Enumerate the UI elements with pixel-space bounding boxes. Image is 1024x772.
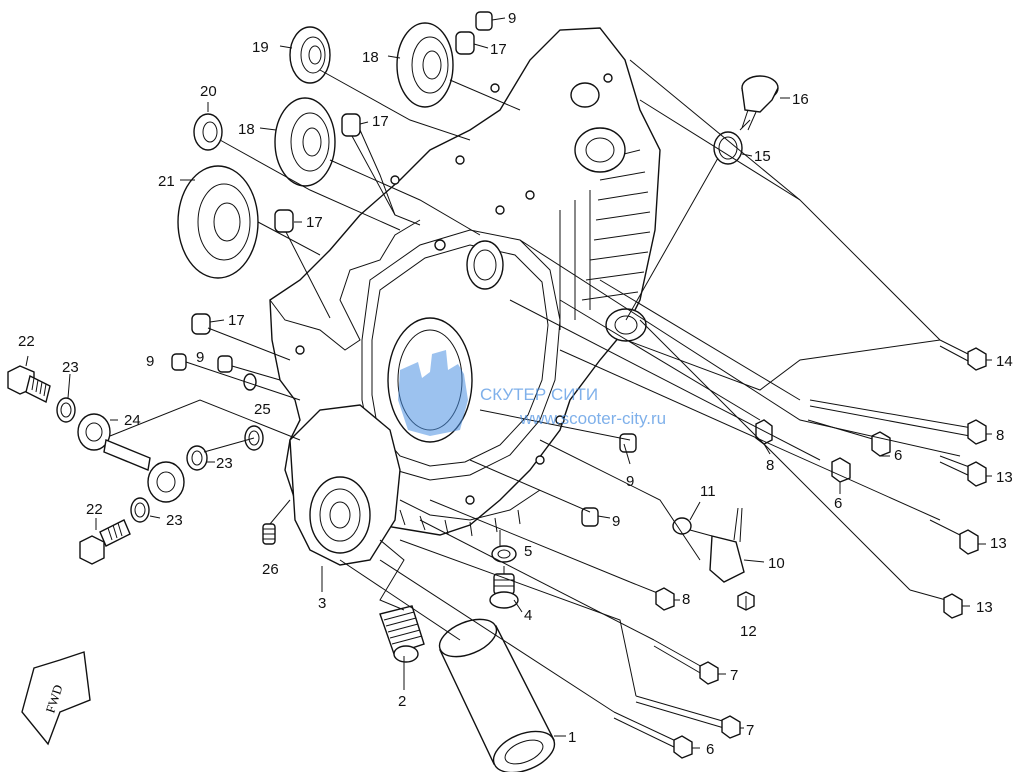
- sensor-10: [709, 507, 745, 583]
- bearing-18-mid: [274, 97, 336, 187]
- watermark-name: СКУТЕР СИТИ: [480, 385, 598, 404]
- washer-23-a: [56, 397, 76, 423]
- long-bolts: [613, 339, 987, 759]
- callout-8: 8: [996, 427, 1004, 444]
- callout-2: 2: [398, 693, 406, 710]
- callout-19: 19: [252, 39, 269, 56]
- callout-13: 13: [976, 599, 993, 616]
- washer-23-c: [130, 497, 150, 523]
- callout-9: 9: [508, 10, 516, 27]
- oring-11: [672, 517, 692, 535]
- callout-21: 21: [158, 173, 175, 190]
- leader-lines: [25, 17, 992, 749]
- washer-23-b: [186, 445, 208, 471]
- watermark-url: www.scooter-city.ru: [519, 409, 666, 428]
- washer-25: [243, 373, 257, 391]
- bearing-18-top: [396, 22, 454, 108]
- callout-labels: 9 17 19 18 20 18 17 16 15 21 17 17 22 23…: [18, 10, 1013, 758]
- callout-23: 23: [166, 512, 183, 529]
- callout-8: 8: [766, 457, 774, 474]
- callout-9: 9: [196, 349, 204, 366]
- banjo-bolt-22-top: [7, 365, 51, 404]
- callout-15: 15: [754, 148, 771, 165]
- callout-6: 6: [706, 741, 714, 758]
- callout-11: 11: [700, 483, 716, 500]
- callout-14: 14: [996, 353, 1013, 370]
- callout-20: 20: [200, 83, 217, 100]
- washer-5: [491, 545, 517, 563]
- oring-15: [713, 131, 743, 165]
- callout-23: 23: [216, 455, 233, 472]
- callout-6: 6: [834, 495, 842, 512]
- watermark-logo-icon: [398, 350, 468, 436]
- crankcase-half: [269, 27, 661, 566]
- banjo-fitting-24: [77, 413, 185, 503]
- callout-16: 16: [792, 91, 809, 108]
- callout-13: 13: [996, 469, 1013, 486]
- callout-12: 12: [740, 623, 757, 640]
- callout-18: 18: [362, 49, 379, 66]
- callout-3: 3: [318, 595, 326, 612]
- callout-18: 18: [238, 121, 255, 138]
- drain-plug-4: [489, 573, 519, 609]
- callout-8: 8: [682, 591, 690, 608]
- bearing-19: [289, 26, 331, 84]
- callout-10: 10: [768, 555, 785, 572]
- callout-7: 7: [730, 667, 738, 684]
- fwd-arrow: FWD: [21, 651, 91, 746]
- callout-24: 24: [124, 412, 141, 429]
- callout-13: 13: [990, 535, 1007, 552]
- callout-17: 17: [490, 41, 507, 58]
- callout-22: 22: [86, 501, 103, 518]
- callout-17: 17: [372, 113, 389, 130]
- callout-6: 6: [894, 447, 902, 464]
- bearing-21: [177, 165, 259, 279]
- callout-26: 26: [262, 561, 279, 578]
- callout-17: 17: [306, 214, 323, 231]
- oil-filter-1: [438, 618, 556, 772]
- callout-22: 22: [18, 333, 35, 350]
- banjo-bolt-22-bottom: [79, 519, 131, 565]
- callout-25: 25: [254, 401, 271, 418]
- oil-filter-nipple-2: [379, 605, 425, 663]
- callout-17: 17: [228, 312, 245, 329]
- callout-9: 9: [626, 473, 634, 490]
- callout-9: 9: [612, 513, 620, 530]
- seal-20: [193, 113, 223, 151]
- watermark: СКУТЕР СИТИ www.scooter-city.ru: [398, 350, 666, 436]
- callout-9: 9: [146, 353, 154, 370]
- plug-26: [262, 523, 276, 545]
- callout-4: 4: [524, 607, 532, 624]
- callout-23: 23: [62, 359, 79, 376]
- callout-7: 7: [746, 722, 754, 739]
- dipstick-16: [741, 75, 779, 131]
- callout-5: 5: [524, 543, 532, 560]
- callout-1: 1: [568, 729, 576, 746]
